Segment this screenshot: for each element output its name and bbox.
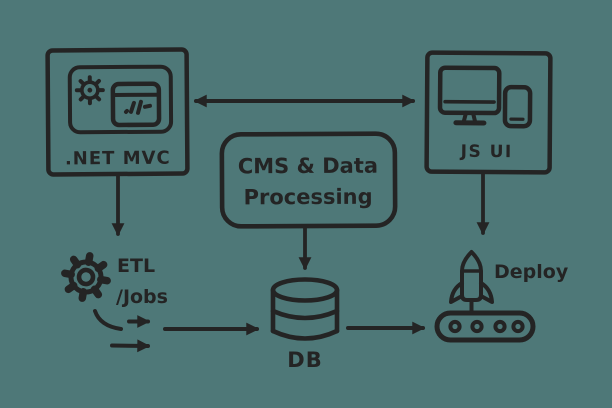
database-cylinder-icon [270, 277, 340, 341]
smartphone-icon [502, 84, 533, 129]
netmvc-inner-panel [67, 64, 174, 135]
etl-label-line1: ETL [117, 255, 155, 277]
jsui-box [424, 50, 553, 175]
node-cms: CMS & Data Processing [219, 131, 398, 229]
cms-label-line2: Processing [244, 185, 373, 210]
deploy-label: Deploy [494, 261, 569, 283]
rocket-icon [449, 250, 494, 314]
code-window-icon [110, 81, 162, 128]
node-etl: ETL /Jobs [61, 252, 168, 353]
node-jsui: JS UI [424, 50, 553, 175]
cms-box [219, 131, 398, 229]
jsui-label: JS UI [460, 142, 513, 162]
launch-platform-icon [434, 310, 536, 343]
cms-label-line1: CMS & Data [238, 154, 378, 179]
node-deploy: Deploy [434, 250, 569, 343]
netmvc-label: .NET MVC [65, 148, 171, 170]
etl-label-line2: /Jobs [116, 286, 168, 308]
monitor-icon [437, 65, 502, 126]
node-db: DB [270, 277, 340, 372]
jobs-flow-arrows [93, 309, 151, 353]
cog-icon [61, 252, 111, 302]
edges [111, 94, 490, 336]
node-netmvc: .NET MVC [45, 47, 190, 177]
netmvc-box [45, 47, 190, 177]
gear-icon [74, 75, 105, 106]
db-label: DB [287, 348, 322, 372]
